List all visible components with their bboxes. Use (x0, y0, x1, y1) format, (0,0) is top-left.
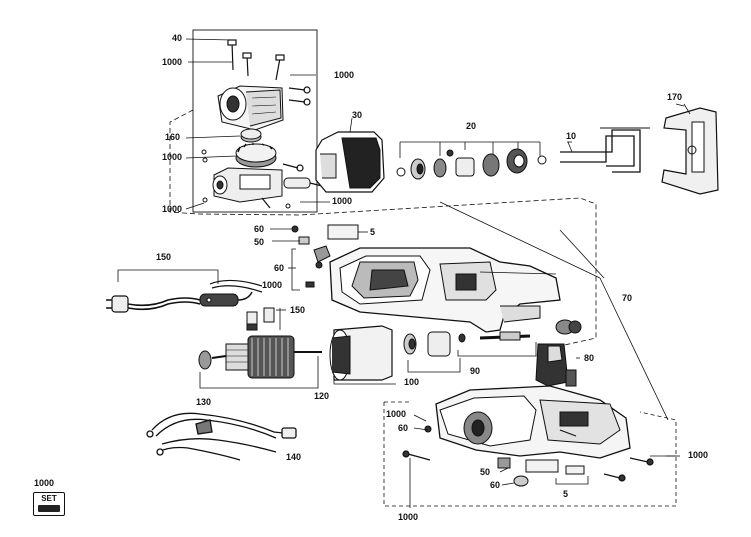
callout-10: 10 (566, 131, 577, 141)
set-bar-graphic (38, 505, 60, 512)
callout-140: 140 (286, 452, 302, 462)
shoe-plate (661, 103, 719, 195)
callout-1000: 1000 (688, 450, 709, 460)
leader-lines (185, 38, 685, 486)
callout-150: 150 (156, 252, 172, 262)
callout-1000: 1000 (332, 196, 353, 206)
blade-clamp-parts (396, 141, 547, 180)
callout-20: 20 (466, 121, 477, 131)
armature (198, 335, 322, 389)
callout-1000: 1000 (386, 409, 407, 419)
callout-5: 5 (563, 489, 569, 499)
callout-60: 60 (490, 480, 501, 490)
callout-40: 40 (172, 33, 183, 43)
callout-120: 120 (314, 391, 330, 401)
callout-130: 130 (196, 397, 212, 407)
callout-30: 30 (352, 110, 363, 120)
front-cover (315, 117, 385, 193)
callout-100: 100 (404, 377, 420, 387)
callout-50: 50 (480, 467, 491, 477)
callout-1000: 1000 (162, 57, 183, 67)
field-stator (329, 325, 396, 385)
callout-1000: 1000 (334, 70, 355, 80)
callout-60: 60 (398, 423, 409, 433)
callout-1000: 1000 (162, 204, 183, 214)
callout-1000: 1000 (398, 512, 419, 522)
callout-70: 70 (622, 293, 633, 303)
assembly-dashed-outline (169, 109, 597, 347)
power-cord (106, 269, 263, 313)
callout-1000: 1000 (262, 280, 283, 290)
set-icon: SET (33, 492, 65, 516)
callout-60: 60 (274, 263, 285, 273)
switch-unit (535, 343, 577, 387)
gear-housing-assembly (192, 29, 323, 213)
callout-90: 90 (470, 366, 481, 376)
blade-rod (560, 127, 650, 173)
set-label: SET (41, 494, 57, 503)
callout-170: 170 (667, 92, 683, 102)
bearing-parts (403, 331, 466, 373)
motor-housing-half (329, 247, 582, 335)
callout-160: 160 (165, 132, 181, 142)
callout-1000: 1000 (34, 478, 55, 488)
brush-holders (246, 307, 286, 331)
callout-150: 150 (290, 305, 306, 315)
plunger (457, 331, 537, 357)
callout-5: 5 (370, 227, 376, 237)
wiring-harness (146, 412, 297, 461)
callout-1000: 1000 (162, 152, 183, 162)
callout-60: 60 (254, 224, 265, 234)
lower-housing-assembly (383, 277, 677, 508)
callout-50: 50 (254, 237, 265, 247)
callout-80: 80 (584, 353, 595, 363)
